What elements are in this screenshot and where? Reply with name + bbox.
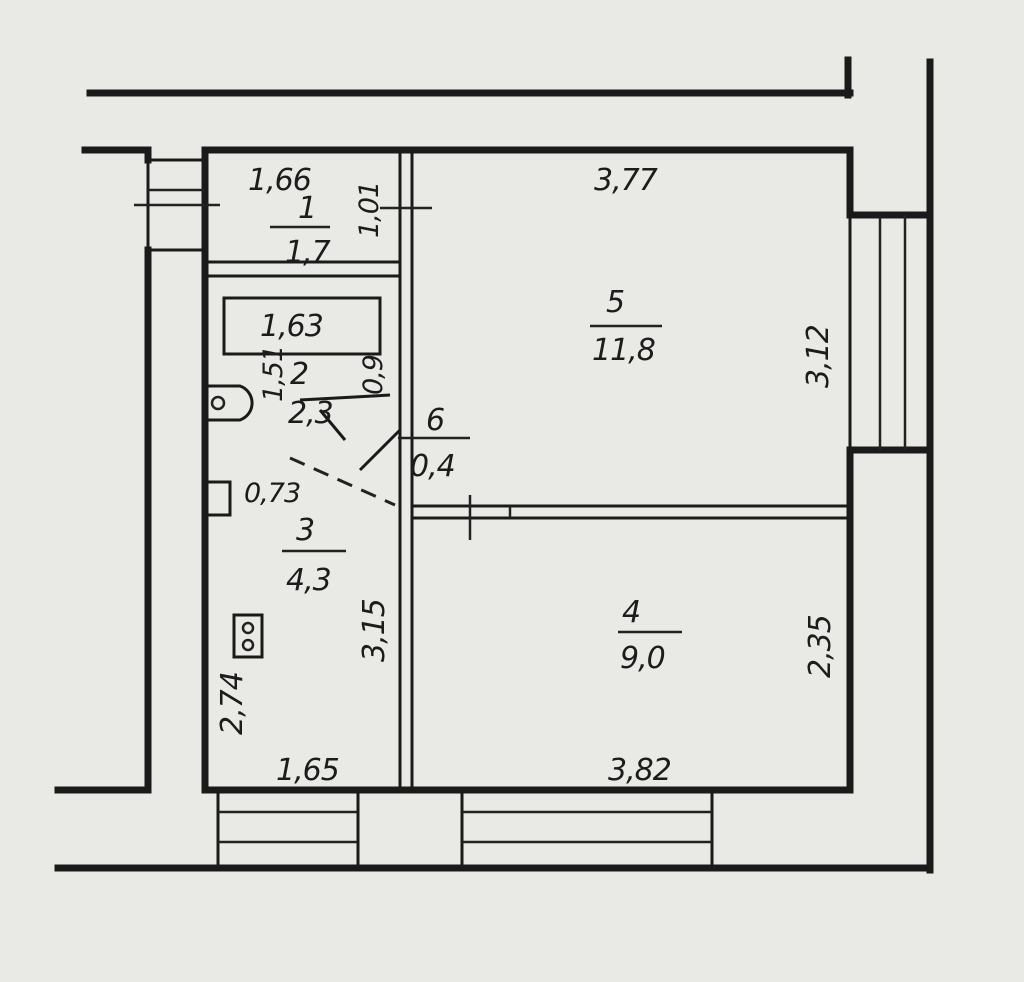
dim-room4-depth: 2,35 [803,615,838,678]
room-5-number: 5 [606,285,624,320]
dim-bottom-left-width: 1,65 [276,753,339,788]
room-labels: 1 1,7 2 2,3 3 4,3 4 9,0 5 11,8 6 0,4 [285,191,666,676]
room-2-number: 2 [290,357,308,392]
stove-icon [232,613,264,659]
room-4-number: 4 [622,595,640,630]
partitions [205,150,850,790]
dim-bath-width: 1,63 [260,309,323,344]
dim-door-gap: 0,9 [358,355,389,395]
dim-room5-depth: 3,12 [801,325,836,388]
fixtures [206,296,382,659]
dim-bottom-right-width: 3,82 [608,753,671,788]
sink-icon [206,480,232,517]
dim-left-depth: 2,74 [215,672,250,735]
dim-bath-depth: 1,51 [258,346,289,402]
toilet-icon [206,384,254,422]
dim-wc-width: 0,73 [244,478,300,509]
dim-hall-depth: 1,01 [354,182,385,238]
dimension-labels: 1,66 3,77 1,01 1,63 1,51 0,9 0,73 3,15 2… [215,163,838,788]
bathtub-icon [222,296,382,356]
dim-top-right-width: 3,77 [594,163,658,198]
outer-walls [54,56,934,874]
room-1-number: 1 [298,191,316,226]
room-1-area: 1,7 [285,235,331,270]
room-3-area: 4,3 [286,563,331,598]
dim-kitchen-depth: 3,15 [357,599,392,662]
windows [134,158,932,870]
door-swings [289,393,470,507]
room-5-area: 11,8 [592,333,655,368]
dim-top-left-width: 1,66 [248,163,311,198]
room-6-area: 0,4 [410,449,455,484]
fraction-lines [270,225,682,634]
room-4-area: 9,0 [620,641,665,676]
room-2-area: 2,3 [288,396,333,431]
room-3-number: 3 [296,513,314,548]
room-6-number: 6 [426,403,444,438]
